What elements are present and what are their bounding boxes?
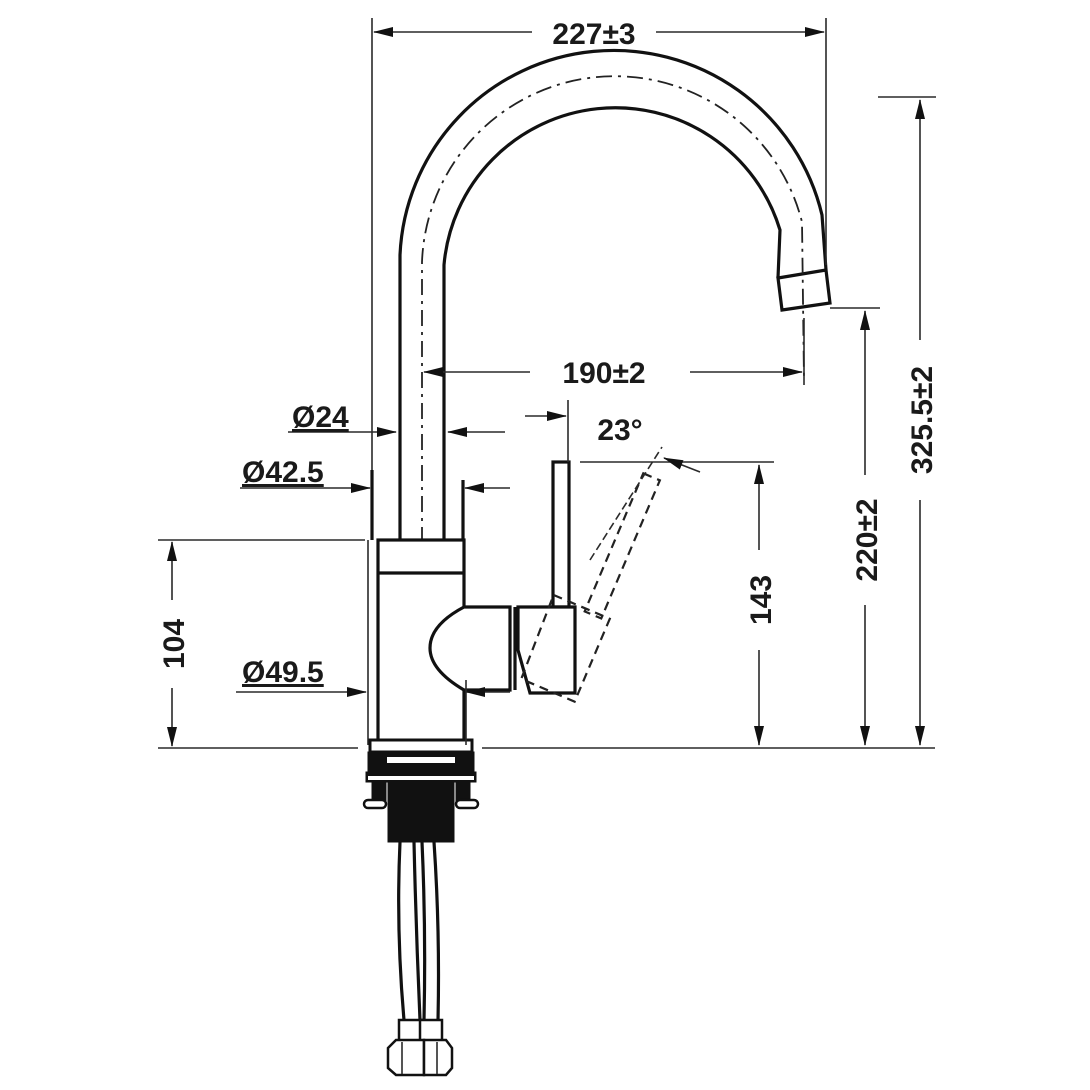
dim-body-diameter: Ø49.5 (242, 656, 324, 689)
dim-neck-diameter: Ø42.5 (242, 456, 324, 489)
supply-hoses (386, 841, 454, 1077)
dim-spout-outlet-height: 220±2 (851, 498, 884, 581)
dim-spout-reach: 190±2 (562, 357, 645, 390)
lever-handle (516, 460, 577, 695)
spout (398, 48, 832, 760)
dimension-lines (158, 18, 936, 749)
dimension-labels: 227±3 190±2 Ø24 Ø42.5 Ø49.5 23° 104 143 … (158, 18, 939, 689)
dim-overall-height: 325.5±2 (906, 366, 939, 474)
faucet-body (367, 538, 517, 747)
dim-overall-reach: 227±3 (552, 18, 635, 51)
dim-lever-height: 143 (745, 575, 778, 625)
dim-lever-angle: 23° (597, 414, 642, 447)
dim-body-height: 104 (158, 619, 191, 669)
lever-angle-axis (589, 446, 663, 561)
lever-rotated-dashed (519, 471, 662, 704)
mounting-base (362, 738, 480, 843)
faucet-outline (362, 48, 832, 1077)
dim-spout-diameter: Ø24 (292, 401, 349, 434)
